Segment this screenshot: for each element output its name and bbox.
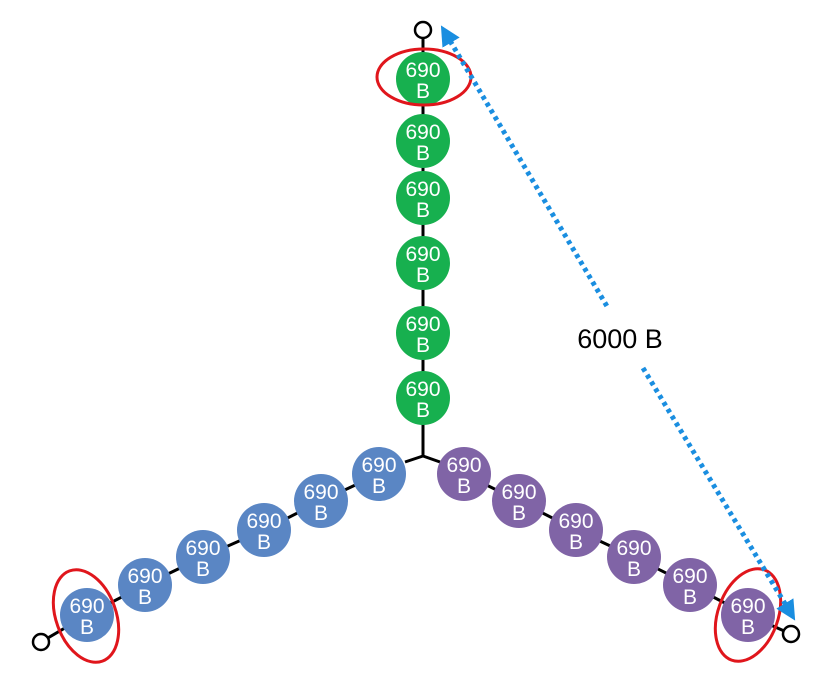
green-terminal-node [413,20,433,40]
blue-terminal-node [31,632,51,652]
bead-unit-text: B [257,531,271,554]
purple-terminal-node [781,624,801,644]
green-bead-circle [396,306,450,360]
backbone-stem-purple [422,454,441,464]
bead-value-text: 690 [127,565,162,588]
bead-value-text: 690 [185,537,220,560]
purple-bead-circle [663,558,717,612]
bead-unit-text: B [416,264,430,287]
bead-group: 690B690B690B690B690B690B690B690B690B690B… [60,52,775,642]
bead-unit-text: B [416,334,430,357]
bead-value-text: 690 [405,313,440,336]
bead-unit-text: B [683,586,697,609]
purple-bead-circle [549,503,603,557]
green-bead-circle [396,236,450,290]
bead-value-text: 690 [616,537,651,560]
green-bead-circle [396,171,450,225]
bead-unit-text: B [196,558,210,581]
blue-bead-circle [176,530,230,584]
blue-bead-circle [294,474,348,528]
purple-bead-circle [492,474,546,528]
bead-value-text: 690 [558,510,593,533]
blue-bead-circle [237,503,291,557]
bead-unit-text: B [138,586,152,609]
green-bead-circle [396,371,450,425]
bead-unit-text: B [457,475,471,498]
bead-value-text: 690 [446,454,481,477]
bead-value-text: 690 [405,178,440,201]
distance-arrow [440,25,796,621]
bead-value-text: 690 [405,378,440,401]
distance-label: 6000 B [577,324,663,354]
purple-bead-circle [607,530,661,584]
bead-value-text: 690 [730,595,765,618]
bead-unit-text: B [416,399,430,422]
blue-bead-circle [60,588,114,642]
bead-unit-text: B [512,502,526,525]
purple-bead-circle [721,588,775,642]
bead-value-text: 690 [405,121,440,144]
bead-unit-text: B [416,142,430,165]
bead-value-text: 690 [69,595,104,618]
bead-unit-text: B [627,558,641,581]
bead-value-text: 690 [405,59,440,82]
bead-value-text: 690 [672,565,707,588]
bead-value-text: 690 [405,243,440,266]
green-bead-circle [396,52,450,106]
bead-unit-text: B [416,199,430,222]
distance-arrow-upper-segment [440,25,611,310]
green-bead-circle [396,114,450,168]
bead-unit-text: B [416,80,430,103]
bead-value-text: 690 [303,481,338,504]
bead-value-text: 690 [501,481,536,504]
blue-end-highlight-ellipse [51,568,121,664]
bead-unit-text: B [569,531,583,554]
blue-bead-circle [352,447,406,501]
bead-unit-text: B [372,475,386,498]
backbone-stem-blue [404,454,424,464]
bead-value-text: 690 [246,510,281,533]
bead-value-text: 690 [361,454,396,477]
bead-unit-text: B [314,502,328,525]
bead-unit-text: B [80,616,94,639]
blue-bead-circle [118,558,172,612]
purple-bead-circle [437,447,491,501]
bead-unit-text: B [741,616,755,639]
